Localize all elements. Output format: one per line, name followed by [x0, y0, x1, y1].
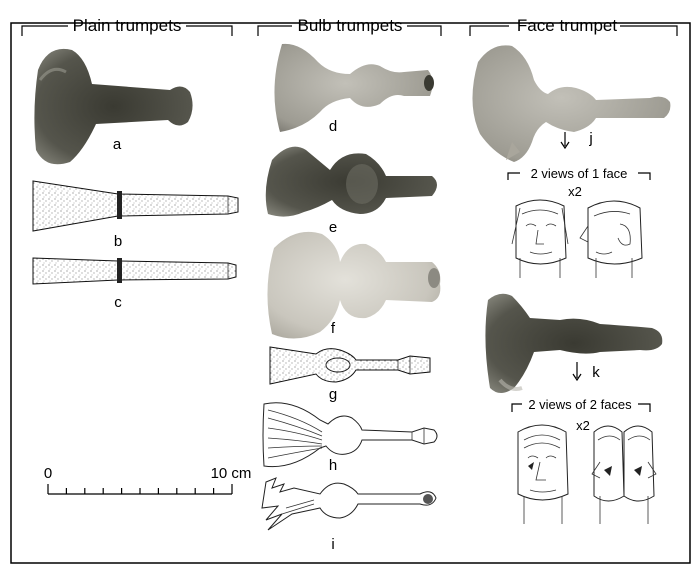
face-j-side-view [579, 200, 643, 278]
face-k-front-view [517, 424, 569, 524]
trumpet-j-photo [472, 45, 671, 162]
arrow-k [572, 362, 582, 382]
trumpet-i-drawing [261, 477, 437, 531]
trumpet-a-label: a [113, 136, 122, 153]
bulb-trumpets-header: Bulb trumpets [298, 16, 403, 35]
trumpet-d-label: d [329, 118, 337, 135]
scale-bar: 0 10 cm [44, 465, 252, 495]
trumpet-c-label: c [114, 294, 122, 311]
trumpet-e-photo [265, 146, 437, 217]
plate-border [10, 22, 691, 564]
trumpet-i-label: i [331, 536, 334, 553]
trumpet-a-photo [34, 48, 193, 165]
trumpet-j-label: j [588, 130, 592, 147]
one-face-views-label: 2 views of 1 face [531, 166, 628, 181]
arrow-j [560, 132, 570, 150]
face-trumpet-column: Face trumpet j 2 views of 1 face x2 [469, 16, 678, 524]
trumpet-b-label: b [114, 233, 122, 250]
plain-trumpets-header: Plain trumpets [73, 16, 182, 35]
trumpet-k-photo [485, 293, 663, 393]
face-j-front-view [511, 199, 569, 278]
scale-bar-start: 0 [44, 465, 52, 482]
bulb-trumpets-column: Bulb trumpets d e f g [257, 16, 442, 553]
trumpet-d-photo [274, 43, 434, 133]
two-faces-views-label: 2 views of 2 faces [528, 397, 632, 412]
trumpet-b-drawing [32, 180, 239, 232]
trumpet-e-label: e [329, 219, 337, 236]
trumpet-k-label: k [592, 364, 600, 381]
face-k-side-views [591, 425, 657, 524]
face-trumpet-header: Face trumpet [517, 16, 617, 35]
trumpet-g-drawing [269, 346, 431, 385]
trumpet-h-label: h [329, 457, 337, 474]
trumpet-c-drawing [32, 257, 237, 285]
two-faces-scale: x2 [576, 418, 590, 433]
scale-bar-end: 10 cm [211, 465, 252, 482]
one-face-scale: x2 [568, 184, 582, 199]
trumpet-f-label: f [331, 320, 336, 337]
trumpet-f-photo [267, 231, 441, 339]
plain-trumpets-column: Plain trumpets a b c 0 10 cm [21, 16, 252, 495]
trumpet-h-drawing [262, 402, 438, 468]
trumpet-g-label: g [329, 386, 337, 403]
